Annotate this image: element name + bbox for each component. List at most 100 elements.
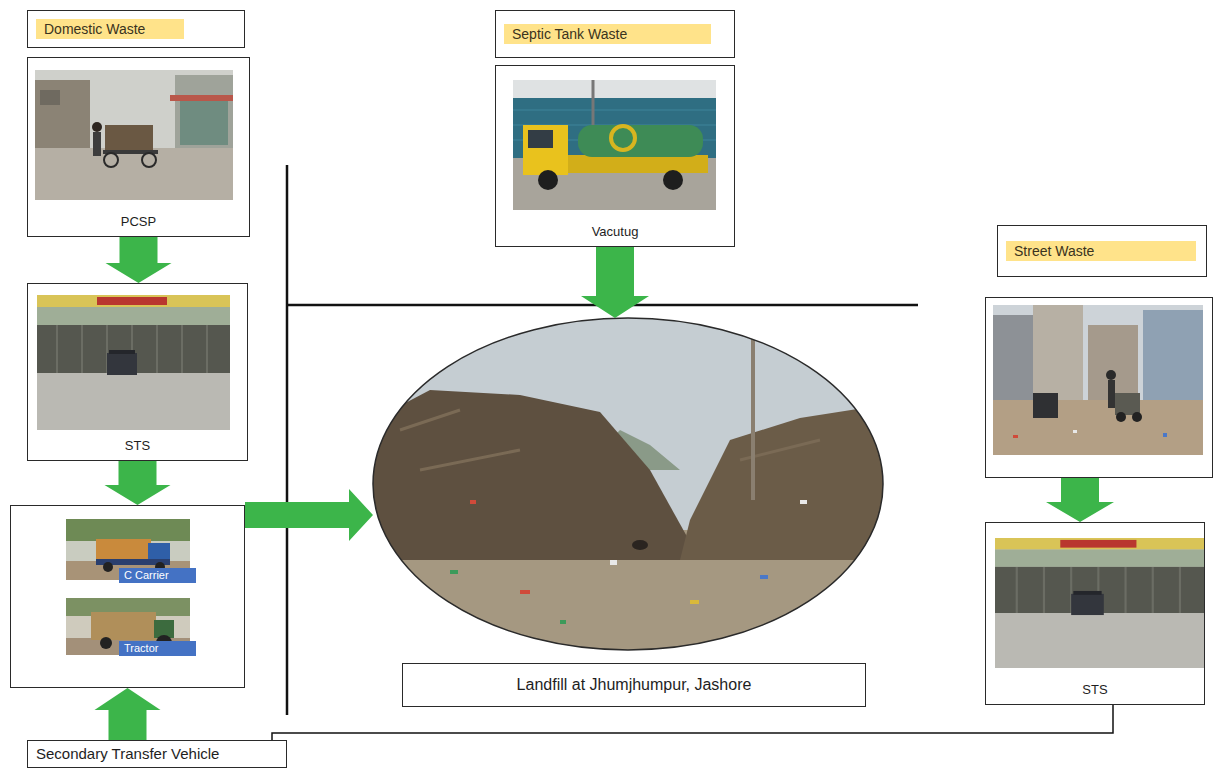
street-photo bbox=[1108, 380, 1115, 408]
sts-photo bbox=[995, 538, 1205, 668]
carrier-photo bbox=[66, 519, 190, 541]
label-box: Secondary Transfer Vehicle bbox=[27, 740, 287, 768]
sts-photo bbox=[37, 295, 230, 430]
flow-arrow bbox=[581, 247, 649, 318]
vehicle-tag: Tractor bbox=[119, 641, 196, 656]
landfill-photo bbox=[470, 500, 476, 504]
landfill-photo bbox=[560, 620, 566, 624]
cart-photo bbox=[180, 100, 228, 145]
street-photo bbox=[993, 305, 1203, 455]
link-line bbox=[272, 705, 1113, 740]
cart-photo bbox=[93, 132, 101, 156]
flow-arrow bbox=[106, 237, 172, 283]
landfill-photo bbox=[373, 318, 883, 650]
carrier-photo bbox=[103, 562, 113, 572]
cart-photo bbox=[35, 80, 90, 150]
landfill-label-box: Landfill at Jhumjhumpur, Jashore bbox=[402, 663, 866, 707]
vacutug-photo bbox=[523, 125, 568, 175]
heading-text: Domestic Waste bbox=[36, 19, 184, 39]
landfill-photo bbox=[373, 390, 700, 560]
photo-frame bbox=[985, 297, 1213, 478]
street-photo bbox=[1013, 435, 1018, 438]
vacutug-photo bbox=[513, 80, 716, 210]
landfill-photo bbox=[690, 600, 699, 604]
landfill-photo bbox=[610, 560, 617, 565]
divider-lines bbox=[287, 165, 918, 715]
heading-box: Domestic Waste bbox=[27, 10, 245, 48]
divider-lines bbox=[286, 165, 289, 715]
flow-arrow bbox=[95, 688, 161, 740]
photo-caption: STS bbox=[1078, 682, 1111, 704]
landfill-photo bbox=[373, 318, 883, 650]
street-photo bbox=[993, 400, 1203, 455]
flow-arrow bbox=[105, 461, 171, 505]
vacutug-photo bbox=[538, 170, 558, 190]
tractor-photo bbox=[91, 612, 156, 640]
vacutug-photo bbox=[568, 155, 708, 173]
street-photo bbox=[1163, 433, 1167, 437]
street-photo bbox=[1073, 430, 1077, 433]
street-photo bbox=[1116, 412, 1126, 422]
landfill-photo bbox=[520, 590, 530, 594]
vehicle-box: C CarrierTractor bbox=[10, 505, 245, 688]
street-photo bbox=[1143, 310, 1203, 400]
vacutug-photo bbox=[528, 130, 553, 148]
vacutug-photo bbox=[513, 80, 716, 210]
heading-text: Street Waste bbox=[1006, 241, 1196, 261]
flow-arrow bbox=[1046, 478, 1114, 522]
street-photo bbox=[1033, 393, 1058, 418]
flow-arrow bbox=[245, 489, 373, 541]
photo-caption: STS bbox=[121, 438, 154, 460]
landfill-photo bbox=[373, 318, 883, 650]
sts-photo bbox=[995, 538, 1205, 668]
landfill-photo bbox=[373, 318, 883, 650]
vacutug-photo bbox=[663, 170, 683, 190]
photo-frame: STS bbox=[985, 522, 1205, 705]
landfill-photo bbox=[760, 575, 768, 579]
photo-card: Domestic WastePCSP bbox=[27, 10, 250, 237]
tractor-photo bbox=[100, 637, 112, 649]
landfill-photo bbox=[800, 500, 807, 504]
cart-photo bbox=[35, 70, 233, 200]
photo-caption: PCSP bbox=[117, 214, 160, 236]
photo-card: Septic Tank WasteVacutug bbox=[495, 10, 735, 247]
heading-text: Septic Tank Waste bbox=[504, 24, 711, 44]
photo-frame: STS bbox=[27, 283, 248, 461]
vacutug-photo bbox=[611, 126, 635, 150]
cart-photo bbox=[92, 122, 102, 132]
street-photo bbox=[1033, 305, 1083, 400]
cart-photo bbox=[105, 125, 153, 151]
cart-photo bbox=[40, 90, 60, 105]
street-photo bbox=[993, 315, 1033, 405]
landfill-node: Landfill at Jhumjhumpur, Jashore bbox=[373, 318, 883, 707]
cart-photo bbox=[175, 75, 233, 150]
vehicle-tag: C Carrier bbox=[119, 568, 196, 583]
box-text: Secondary Transfer Vehicle bbox=[36, 745, 219, 763]
landfill-label: Landfill at Jhumjhumpur, Jashore bbox=[517, 675, 752, 695]
cart-photo bbox=[35, 148, 233, 200]
photo-frame: PCSP bbox=[27, 57, 250, 237]
street-photo bbox=[1106, 370, 1116, 380]
street-photo bbox=[1115, 393, 1140, 415]
landfill-photo bbox=[751, 336, 755, 500]
sts-photo bbox=[37, 295, 230, 430]
photo-card: Street Waste bbox=[985, 225, 1213, 478]
street-photo bbox=[1132, 412, 1142, 422]
cart-photo bbox=[35, 70, 233, 200]
landfill-photo bbox=[400, 410, 820, 470]
cart-photo bbox=[104, 153, 118, 167]
photo-caption: Vacutug bbox=[588, 224, 643, 246]
heading-box: Septic Tank Waste bbox=[495, 10, 735, 58]
photo-frame: Vacutug bbox=[495, 65, 735, 247]
vacutug-photo bbox=[592, 80, 595, 125]
street-photo bbox=[993, 305, 1203, 455]
landfill-photo bbox=[632, 540, 648, 550]
link-line bbox=[272, 705, 1113, 740]
landfill-photo bbox=[450, 570, 458, 574]
vacutug-photo bbox=[578, 125, 703, 157]
cart-photo bbox=[142, 153, 156, 167]
landfill-photo bbox=[680, 405, 883, 560]
heading-box: Street Waste bbox=[997, 225, 1207, 277]
cart-photo bbox=[170, 95, 233, 101]
